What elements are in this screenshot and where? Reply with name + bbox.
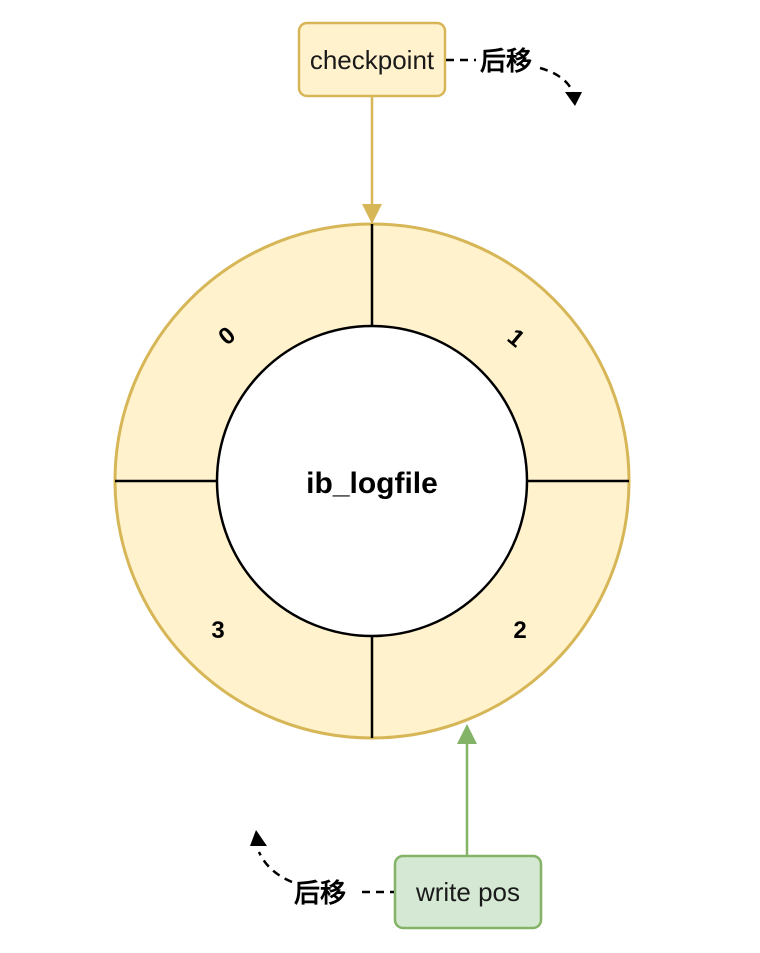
write-pos-arrow-head [457,724,477,744]
write-pos-move-label: 后移 [294,879,346,909]
checkpoint-label: checkpoint [310,45,435,75]
checkpoint-move-curve [539,66,575,93]
segment-label-2: 2 [513,617,526,644]
checkpoint-move-arrow-head [565,92,582,106]
center-label: ib_logfile [306,467,438,500]
write-pos-move-curve [257,851,293,884]
write-pos-label: write pos [415,877,520,907]
write-pos-move-arrow-head [250,830,267,846]
segment-label-3: 3 [211,617,224,644]
write-pos-node[interactable]: write pos [393,854,543,930]
ring-inner [215,324,529,638]
checkpoint-node[interactable]: checkpoint [297,21,447,98]
write-pos-box [393,854,543,930]
checkpoint-move-label: 后移 [480,47,532,77]
checkpoint-arrow-head [362,204,382,224]
